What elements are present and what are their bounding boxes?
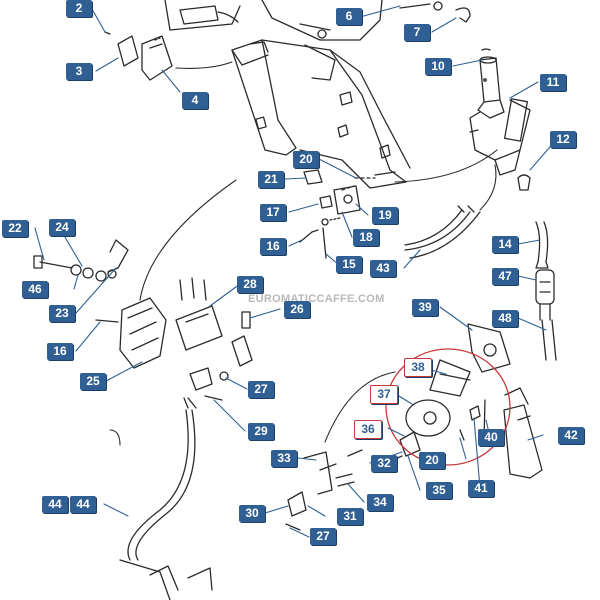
callout-46[interactable]: 46 — [22, 281, 48, 298]
callout-3[interactable]: 3 — [66, 63, 92, 80]
callout-10[interactable]: 10 — [425, 58, 451, 75]
callout-24[interactable]: 24 — [49, 219, 75, 236]
hose-and-filter — [535, 221, 557, 361]
part-6-7 — [399, 1, 471, 23]
hose-curves — [109, 61, 498, 446]
part-2-3-4 — [104, 31, 173, 81]
top-bracket — [164, 0, 383, 81]
bolt-and-washers — [33, 239, 129, 282]
callout-47[interactable]: 47 — [492, 268, 518, 285]
callout-37-highlighted[interactable]: 37 — [370, 385, 398, 404]
callout-39[interactable]: 39 — [412, 299, 438, 316]
callout-44b[interactable]: 44 — [70, 496, 96, 513]
watermark: EUROMATICCAFFE.COM — [248, 293, 385, 305]
callout-2[interactable]: 2 — [66, 0, 92, 17]
callout-35[interactable]: 35 — [426, 482, 452, 499]
callout-17[interactable]: 17 — [260, 204, 286, 221]
callout-43[interactable]: 43 — [370, 260, 396, 277]
callout-36-highlighted[interactable]: 36 — [354, 420, 382, 439]
callout-16b[interactable]: 16 — [47, 343, 73, 360]
pump-assembly — [469, 48, 531, 191]
callout-48[interactable]: 48 — [492, 310, 518, 327]
highlight-ellipse — [385, 348, 511, 466]
callout-38-highlighted[interactable]: 38 — [404, 358, 432, 377]
wire-loom-43 — [404, 205, 481, 259]
callout-25[interactable]: 25 — [80, 373, 106, 390]
callout-7[interactable]: 7 — [404, 24, 430, 41]
callout-33[interactable]: 33 — [271, 450, 297, 467]
callout-44a[interactable]: 44 — [42, 496, 68, 513]
callout-20b[interactable]: 20 — [419, 452, 445, 469]
callout-20a[interactable]: 20 — [293, 151, 319, 168]
connectors-26-29 — [175, 277, 253, 401]
callout-16a[interactable]: 16 — [260, 238, 286, 255]
callout-15[interactable]: 15 — [336, 256, 362, 273]
main-frame — [231, 39, 411, 189]
power-cord-44 — [119, 397, 213, 600]
terminal-block-25 — [95, 297, 167, 369]
callout-41[interactable]: 41 — [468, 480, 494, 497]
callout-42[interactable]: 42 — [558, 427, 584, 444]
callout-18[interactable]: 18 — [353, 229, 379, 246]
callout-32[interactable]: 32 — [371, 455, 397, 472]
small-parts-15-21 — [299, 169, 376, 259]
callout-26[interactable]: 26 — [284, 301, 310, 318]
callout-11[interactable]: 11 — [540, 74, 566, 91]
callout-14[interactable]: 14 — [492, 236, 518, 253]
callout-6[interactable]: 6 — [336, 8, 362, 25]
callout-19[interactable]: 19 — [372, 207, 398, 224]
callout-31[interactable]: 31 — [337, 508, 363, 525]
callout-29[interactable]: 29 — [248, 423, 274, 440]
callout-22[interactable]: 22 — [2, 220, 28, 237]
callout-40[interactable]: 40 — [478, 429, 504, 446]
callout-23[interactable]: 23 — [49, 305, 75, 322]
callout-27b[interactable]: 27 — [310, 528, 336, 545]
callout-34[interactable]: 34 — [367, 494, 393, 511]
callout-30[interactable]: 30 — [239, 505, 265, 522]
callout-28[interactable]: 28 — [237, 276, 263, 293]
callout-21[interactable]: 21 — [258, 171, 284, 188]
callout-27a[interactable]: 27 — [248, 381, 274, 398]
switch-assembly — [399, 323, 543, 479]
callout-12[interactable]: 12 — [550, 131, 576, 148]
callout-4[interactable]: 4 — [182, 92, 208, 109]
